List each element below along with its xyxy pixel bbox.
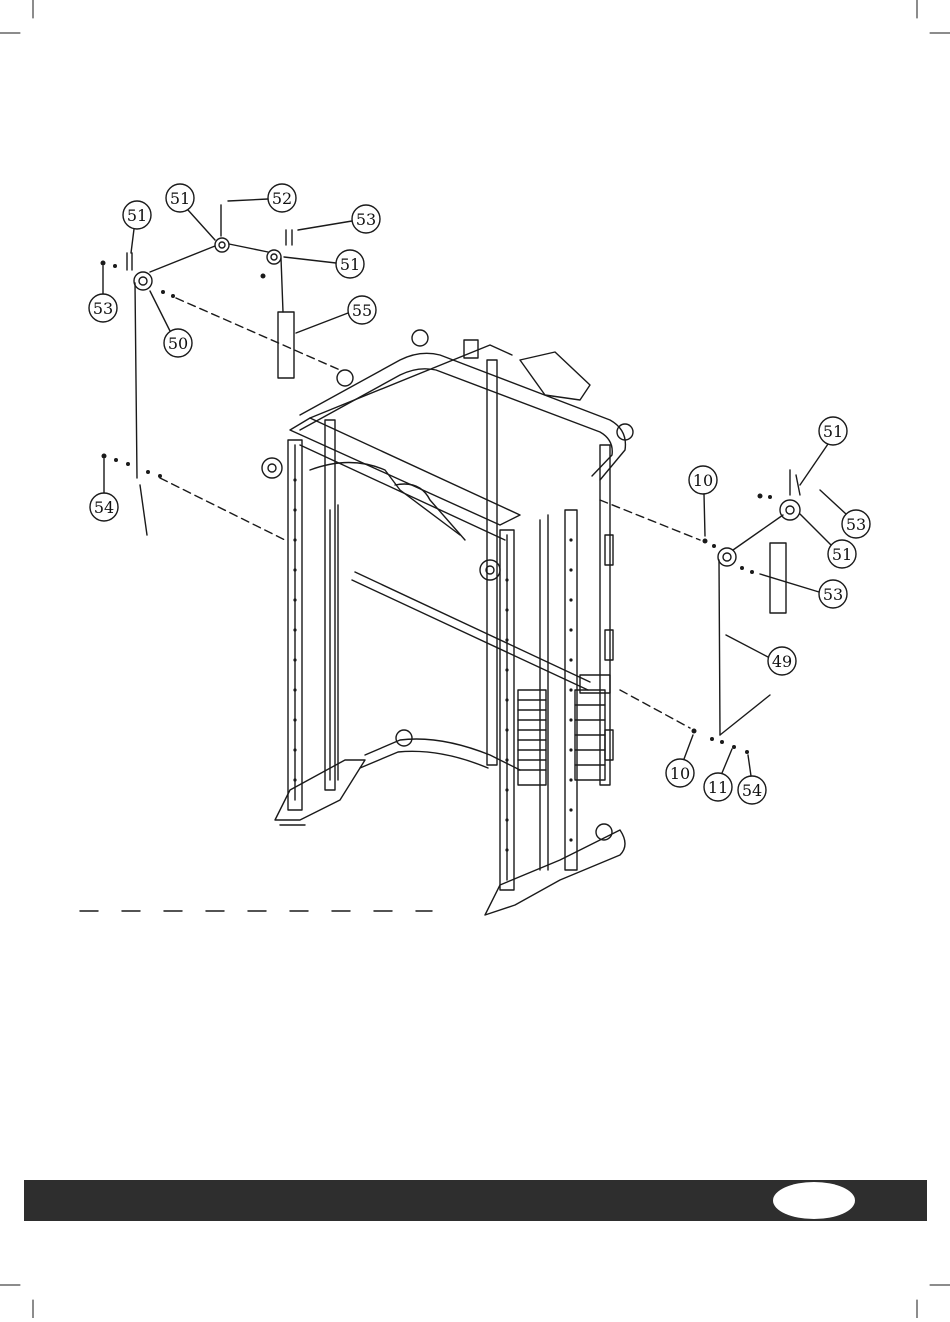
callout-53-right-top: 53 xyxy=(820,490,870,538)
svg-text:51: 51 xyxy=(832,545,852,564)
left-pulley-assembly xyxy=(101,205,341,540)
svg-text:51: 51 xyxy=(170,189,190,208)
svg-text:54: 54 xyxy=(94,498,114,517)
callout-11: 11 xyxy=(704,749,732,801)
svg-text:10: 10 xyxy=(670,764,690,783)
callout-53-top: 53 xyxy=(298,205,380,233)
callout-54-left: 54 xyxy=(90,459,118,521)
svg-text:10: 10 xyxy=(693,471,713,490)
svg-text:53: 53 xyxy=(823,585,843,604)
callout-51-top-left: 51 xyxy=(123,201,151,253)
svg-text:51: 51 xyxy=(340,255,360,274)
page-number-oval xyxy=(773,1182,855,1219)
callout-51-right-top: 51 xyxy=(284,250,364,278)
callout-10-top: 10 xyxy=(689,466,717,536)
machine-frame xyxy=(262,330,633,915)
svg-text:51: 51 xyxy=(823,422,843,441)
svg-text:52: 52 xyxy=(272,189,292,208)
svg-text:54: 54 xyxy=(742,781,762,800)
svg-text:49: 49 xyxy=(772,652,792,671)
callout-10-bottom: 10 xyxy=(666,735,694,787)
svg-text:53: 53 xyxy=(356,210,376,229)
svg-text:50: 50 xyxy=(168,334,188,353)
svg-text:11: 11 xyxy=(708,778,728,797)
svg-text:51: 51 xyxy=(127,206,147,225)
callout-53-left: 53 xyxy=(89,266,117,322)
svg-text:55: 55 xyxy=(352,301,372,320)
svg-text:53: 53 xyxy=(93,299,113,318)
callout-54-right: 54 xyxy=(738,755,766,804)
callout-49: 49 xyxy=(726,635,796,675)
callout-50: 50 xyxy=(150,291,192,357)
callout-55: 55 xyxy=(296,296,376,333)
callout-51-top: 51 xyxy=(166,184,215,240)
callout-52: 52 xyxy=(228,184,296,212)
callout-53-right: 53 xyxy=(760,574,847,608)
right-pulley-assembly xyxy=(600,470,800,754)
svg-text:53: 53 xyxy=(846,515,866,534)
callout-51-right: 51 xyxy=(800,417,847,485)
